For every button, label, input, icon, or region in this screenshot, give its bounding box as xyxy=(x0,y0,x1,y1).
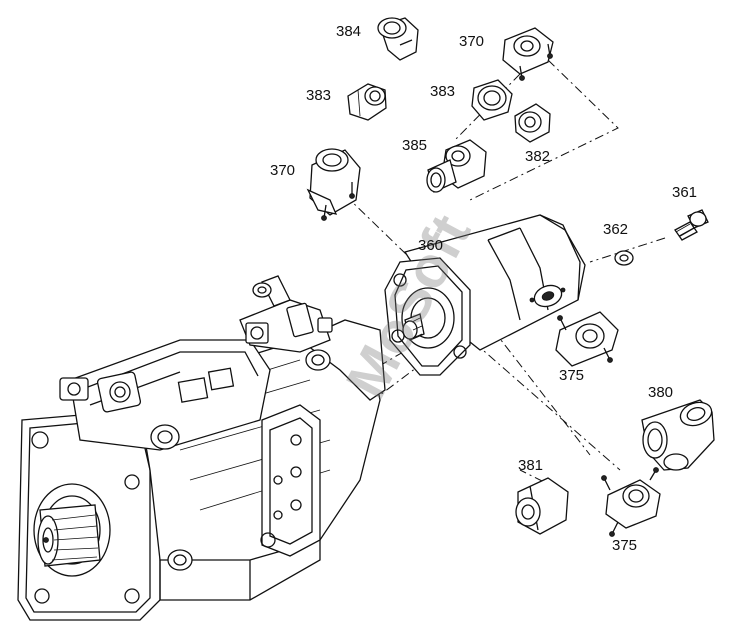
label-384: 384 xyxy=(336,23,361,40)
bolt-361 xyxy=(674,209,709,241)
tee-fitting-385 xyxy=(426,139,487,193)
elbow-fitting-380 xyxy=(641,399,715,471)
label-385: 385 xyxy=(402,137,427,154)
nut-382 xyxy=(514,103,551,143)
hex-nut-383-left xyxy=(347,83,387,121)
label-362: 362 xyxy=(603,221,628,238)
label-370-left: 370 xyxy=(270,162,295,179)
label-381: 381 xyxy=(518,457,543,474)
elbow-fitting-384 xyxy=(377,17,419,61)
flange-370-left xyxy=(306,148,361,221)
label-375-upper: 375 xyxy=(559,367,584,384)
label-360: 360 xyxy=(418,237,443,254)
gear-pump-360 xyxy=(384,214,586,376)
label-375-lower: 375 xyxy=(612,537,637,554)
label-383-left: 383 xyxy=(306,87,331,104)
flange-375-lower xyxy=(601,467,661,537)
flange-370-right xyxy=(502,27,554,81)
main-pump-assembly xyxy=(17,275,386,621)
label-361: 361 xyxy=(672,184,697,201)
flange-375-upper xyxy=(555,311,619,367)
label-383-right: 383 xyxy=(430,83,455,100)
hex-nut-383-right xyxy=(471,79,513,121)
label-370-top: 370 xyxy=(459,33,484,50)
label-380: 380 xyxy=(648,384,673,401)
nut-381 xyxy=(515,477,569,535)
washer-362 xyxy=(614,250,634,266)
label-382: 382 xyxy=(525,148,550,165)
part-labels: 384 370 383 383 385 382 370 361 362 360 … xyxy=(270,23,697,554)
